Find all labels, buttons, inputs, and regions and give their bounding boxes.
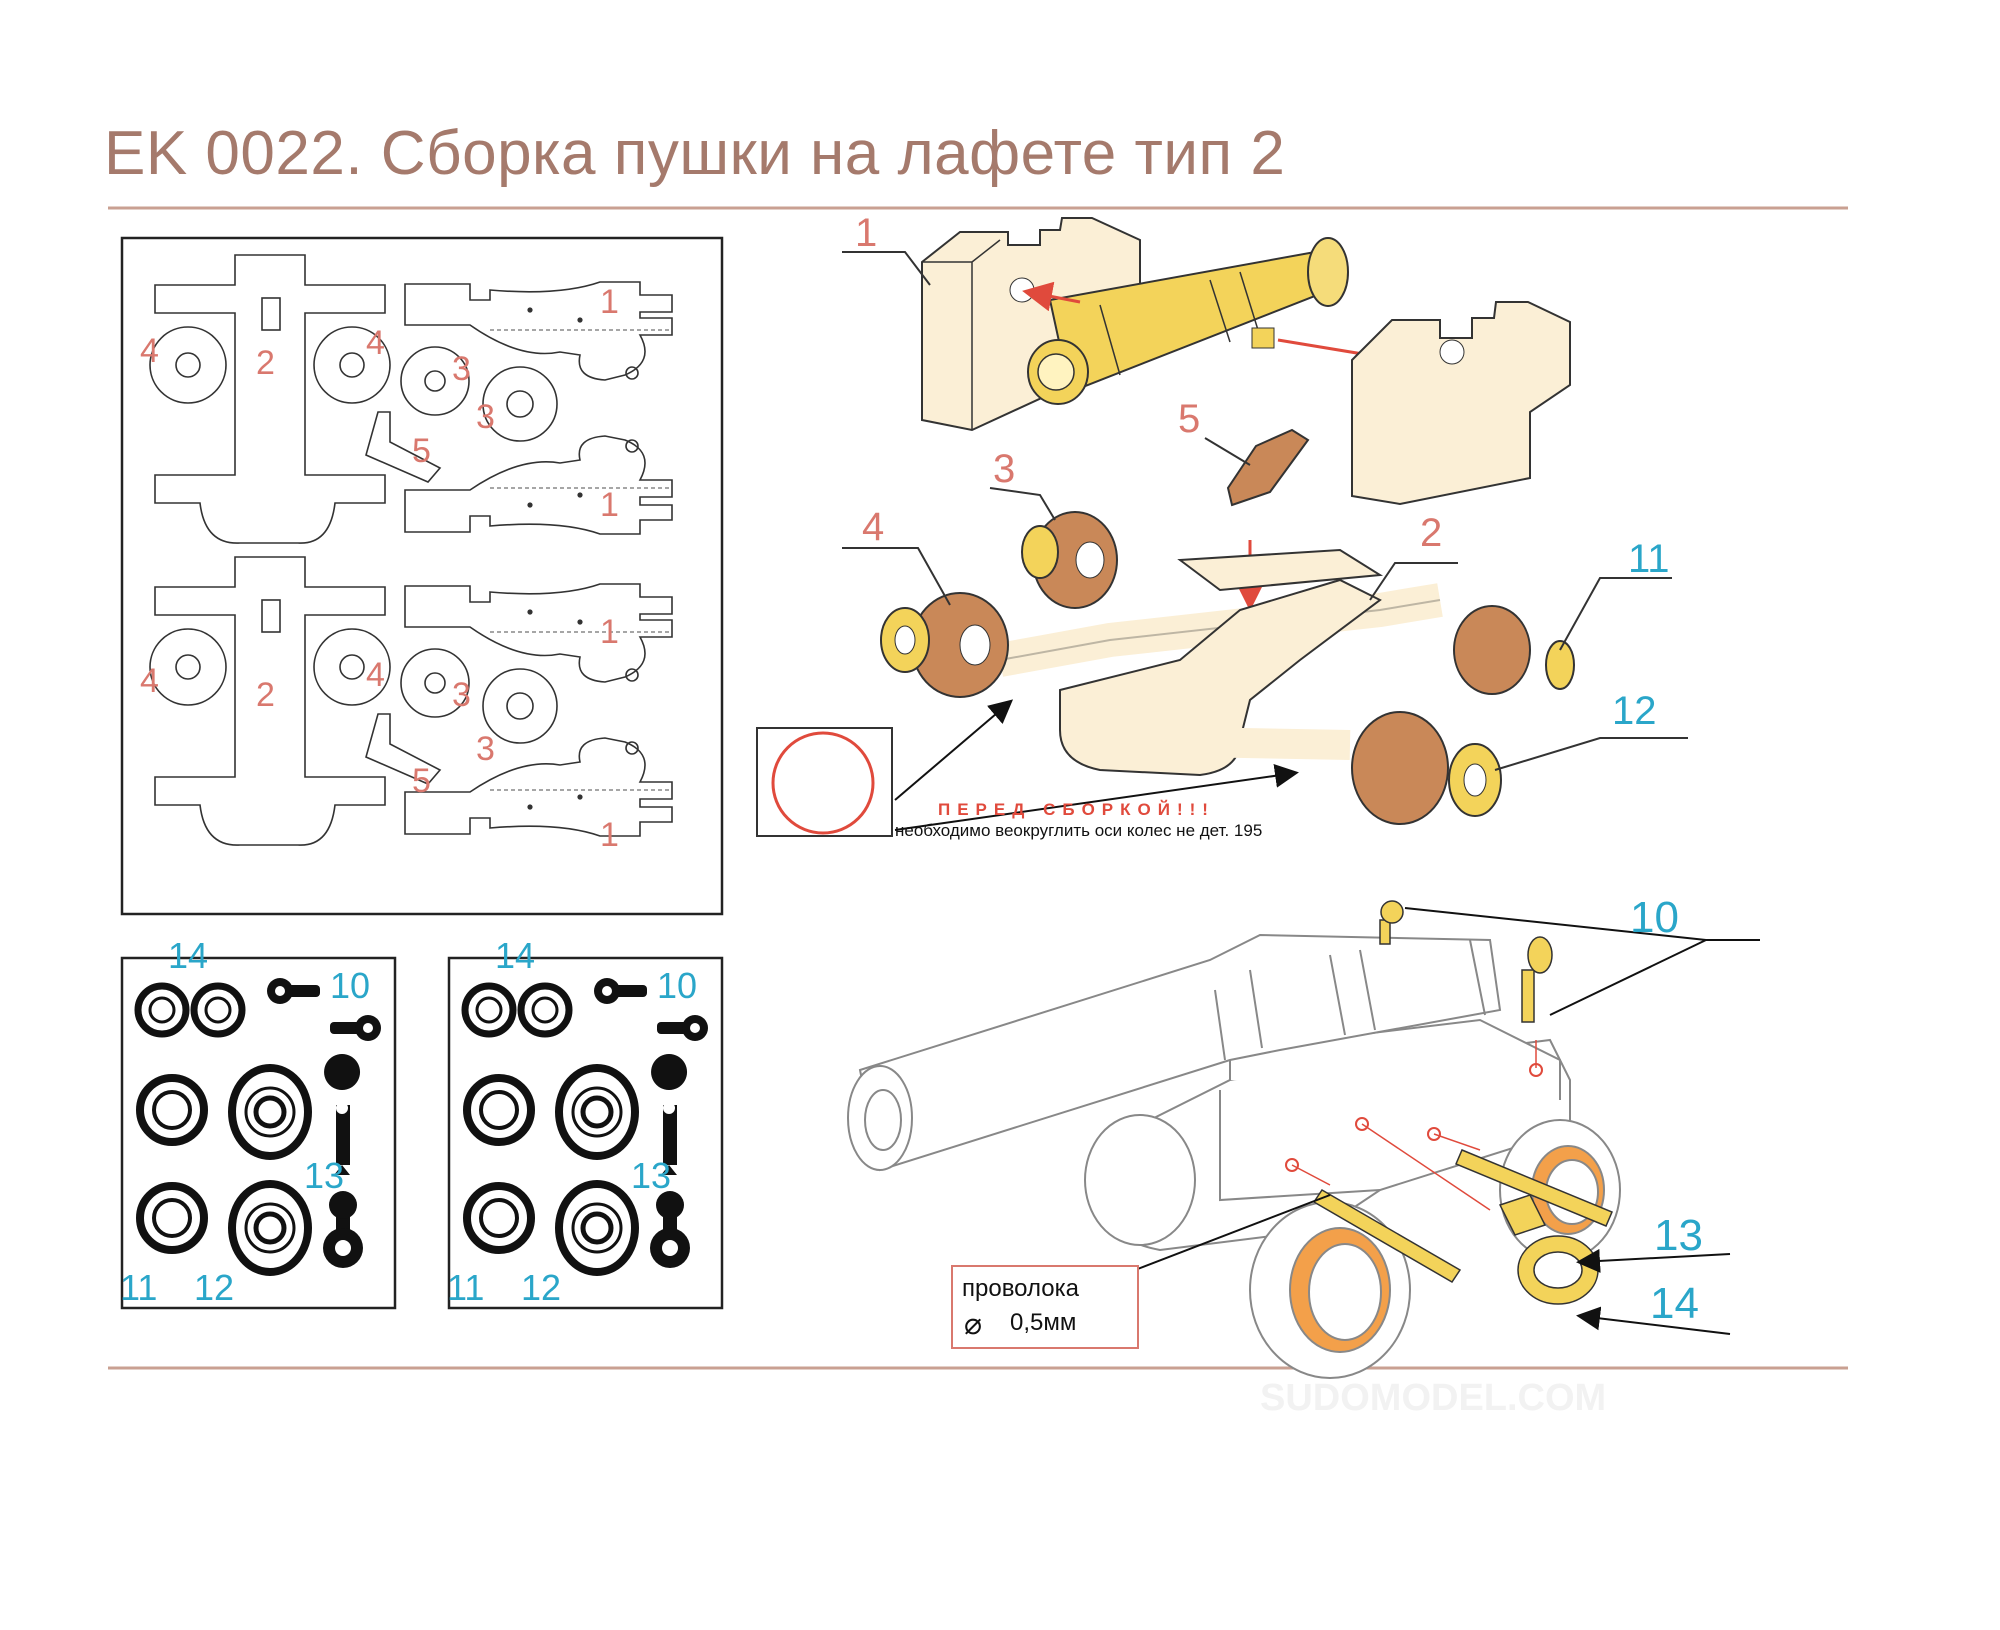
exploded-label-4: 4: [862, 505, 884, 549]
sheet-label-2: 2: [256, 676, 275, 714]
arrow: [1022, 281, 1081, 312]
sheet-label-5: 5: [412, 432, 431, 470]
pe-label-10: 10: [657, 965, 697, 1006]
watermark: SUDOMODEL.COM: [1260, 1377, 1606, 1419]
assembly-label-13: 13: [1654, 1211, 1703, 1260]
sheet-label-1: 1: [600, 816, 619, 854]
cheek-right: [1351, 301, 1571, 506]
brass-parts: [1312, 900, 1613, 1305]
pe-label-12: 12: [521, 1267, 561, 1308]
wire-note-size: 0,5мм: [1010, 1309, 1076, 1336]
pe-label-13: 13: [304, 1155, 344, 1196]
pe-labels: 14 10 13 11 12 14 10 13 11 12: [120, 935, 697, 1308]
assembled-view: [847, 933, 1621, 1379]
pe-label-11: 11: [120, 1267, 157, 1308]
page-title: EK 0022. Сборка пушки на лафете тип 2: [104, 119, 1286, 188]
sheet-label-1: 1: [600, 613, 619, 651]
pe-sheet-left: [120, 956, 397, 1310]
exploded-label-2: 2: [1420, 511, 1442, 555]
sheet-label-3: 3: [452, 676, 471, 714]
sheet-label-2: 2: [256, 344, 275, 382]
ring-small: [1021, 525, 1059, 579]
drill-guides: [1285, 1040, 1543, 1211]
gun-barrel: [1027, 237, 1349, 405]
sheet-label-4: 4: [140, 332, 159, 370]
wire-note: проволока ⌀ 0,5мм: [951, 1265, 1139, 1349]
quoin-wedge: [1226, 428, 1310, 507]
wheel-3-right: [1453, 605, 1531, 695]
pe-label-11: 11: [447, 1267, 484, 1308]
sheet-half: [149, 254, 673, 544]
sheet-label-4: 4: [366, 656, 385, 694]
pe-label-10: 10: [330, 965, 370, 1006]
pe-label-14: 14: [495, 935, 535, 976]
sheet-label-4: 4: [140, 662, 159, 700]
note-circle: [771, 731, 875, 835]
exploded-label-1: 1: [855, 211, 877, 255]
pe-label-12: 12: [194, 1267, 234, 1308]
exploded-label-5: 5: [1178, 397, 1200, 441]
exploded-label-11: 11: [1628, 537, 1670, 581]
wire-note-label: проволока: [962, 1275, 1080, 1302]
sheet-label-1: 1: [600, 486, 619, 524]
sheet-label-1: 1: [600, 283, 619, 321]
exploded-view: 1 5 3 4 2 11 12 ПЕРЕД СБОРКОЙ!!! необход…: [756, 211, 1688, 840]
assembly-label-14: 14: [1650, 1279, 1699, 1328]
sheet-label-3: 3: [452, 350, 471, 388]
exploded-label-12: 12: [1612, 689, 1657, 733]
diameter-icon: ⌀: [964, 1308, 982, 1341]
exploded-label-3: 3: [993, 447, 1015, 491]
note-heading: ПЕРЕД СБОРКОЙ!!!: [938, 800, 1215, 819]
sheet-label-3: 3: [476, 730, 495, 768]
note-box: [756, 727, 893, 837]
sheet-label-3: 3: [476, 398, 495, 436]
assembly-label-10: 10: [1630, 893, 1679, 942]
wood-parts-sheet: 4 2 4 3 3 5 1 1 4 2 4 3 3 5 1 1: [120, 236, 724, 916]
assembled-leaders: [1134, 907, 1760, 1335]
wheel-4-right: [1351, 711, 1449, 825]
pe-sheet-right: [449, 958, 722, 1308]
ring-11: [1545, 640, 1575, 690]
pe-label-13: 13: [631, 1155, 671, 1196]
note-text: необходимо веокруглить оси колес не дет.…: [895, 821, 1262, 840]
pe-label-14: 14: [168, 935, 208, 976]
sheet-label-5: 5: [412, 762, 431, 800]
sheet-label-4: 4: [366, 324, 385, 362]
